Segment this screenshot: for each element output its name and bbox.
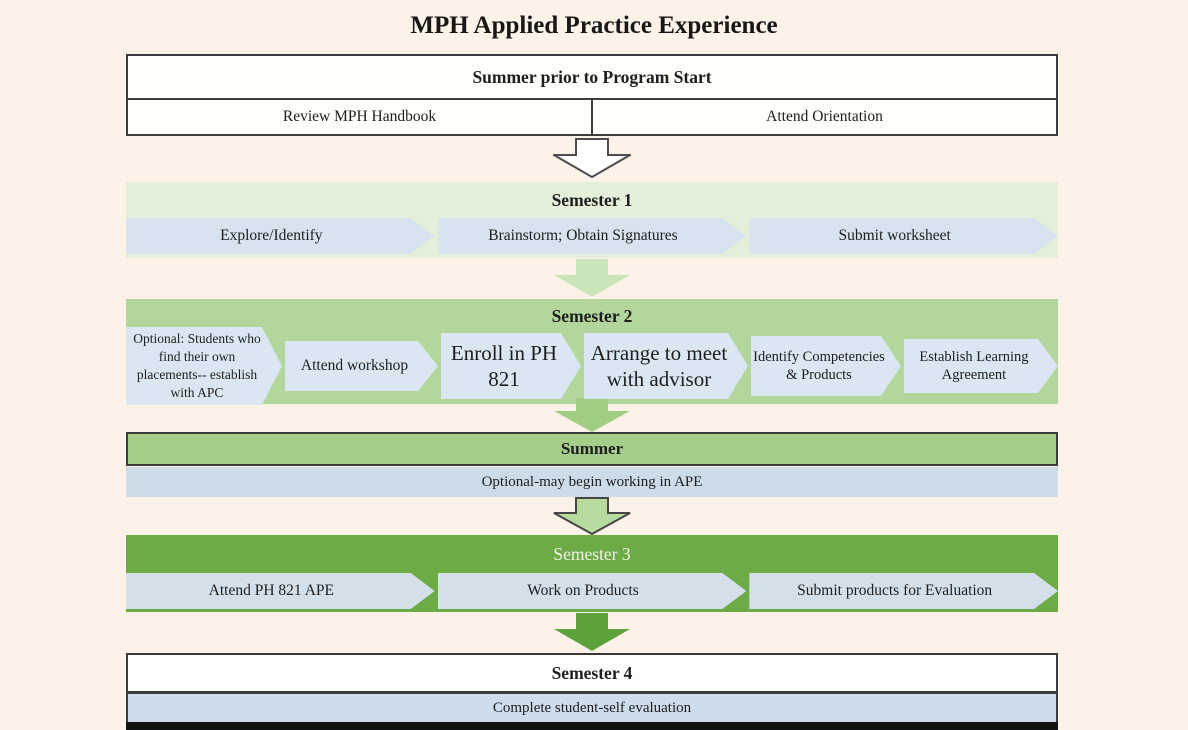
arrow-zone-5 — [126, 612, 1058, 653]
white-block-down-arrow-icon — [553, 138, 631, 178]
arrow-zone-1 — [126, 136, 1058, 182]
semester3-steps: Attend PH 821 APE Work on Products Submi… — [126, 573, 1058, 609]
step-attend-ph821-ape: Attend PH 821 APE — [126, 573, 435, 609]
arrow-zone-2 — [126, 258, 1058, 299]
summer-section: Summer Optional-may begin working in APE — [126, 432, 1058, 497]
step-arrange-meet-advisor: Arrange to meet with advisor — [584, 333, 748, 399]
step-explore-identify: Explore/Identify — [126, 218, 435, 254]
bottom-border-bar — [126, 722, 1058, 730]
semester3-header: Semester 3 — [553, 544, 631, 564]
summer-banner: Summer — [126, 432, 1058, 466]
outlined-green-down-arrow-icon — [553, 497, 631, 535]
semester4-banner: Semester 4 — [126, 653, 1058, 693]
summer-note: Optional-may begin working in APE — [126, 467, 1058, 497]
step-submit-worksheet: Submit worksheet — [749, 218, 1058, 254]
semester2-steps: Optional: Students who find their own pl… — [126, 330, 1058, 402]
dark-green-down-arrow-icon — [554, 613, 630, 651]
semester4-section: Semester 4 Complete student-self evaluat… — [126, 653, 1058, 730]
step-identify-competencies-products: Identify Competencies & Products — [751, 336, 901, 396]
arrow-zone-3 — [126, 398, 1058, 432]
semester1-header: Semester 1 — [551, 190, 633, 210]
pre-program-cell-review-handbook: Review MPH Handbook — [282, 108, 437, 125]
arrow-zone-4 — [126, 497, 1058, 535]
pre-program-cell-attend-orientation: Attend Orientation — [591, 100, 1056, 134]
semester2-header: Semester 2 — [551, 306, 633, 326]
pre-program-header: Summer prior to Program Start — [128, 56, 1056, 100]
semester4-note: Complete student-self evaluation — [126, 693, 1058, 722]
step-work-on-products: Work on Products — [438, 573, 747, 609]
step-establish-learning-agreement: Establish Learning Agreement — [904, 339, 1058, 393]
semester1-steps: Explore/Identify Brainstorm; Obtain Sign… — [126, 218, 1058, 254]
pre-program-cells: Review MPH Handbook Attend Orientation — [128, 100, 1056, 134]
semester1-section: Semester 1 Explore/Identify Brainstorm; … — [126, 182, 1058, 258]
step-brainstorm-obtain-signatures: Brainstorm; Obtain Signatures — [438, 218, 747, 254]
light-green-down-arrow-icon — [554, 259, 630, 297]
step-enroll-ph821: Enroll in PH 821 — [441, 333, 581, 399]
step-optional-own-placements: Optional: Students who find their own pl… — [126, 327, 282, 405]
pre-program-box: Summer prior to Program Start Review MPH… — [126, 54, 1058, 136]
green-down-arrow-icon — [554, 398, 630, 432]
semester3-section: Semester 3 Attend PH 821 APE Work on Pro… — [126, 535, 1058, 612]
step-attend-workshop: Attend workshop — [285, 341, 438, 391]
step-submit-products-evaluation: Submit products for Evaluation — [749, 573, 1058, 609]
page-title: MPH Applied Practice Experience — [410, 12, 778, 39]
flowchart: Summer prior to Program Start Review MPH… — [126, 54, 1058, 730]
semester2-section: Semester 2 Optional: Students who find t… — [126, 299, 1058, 404]
